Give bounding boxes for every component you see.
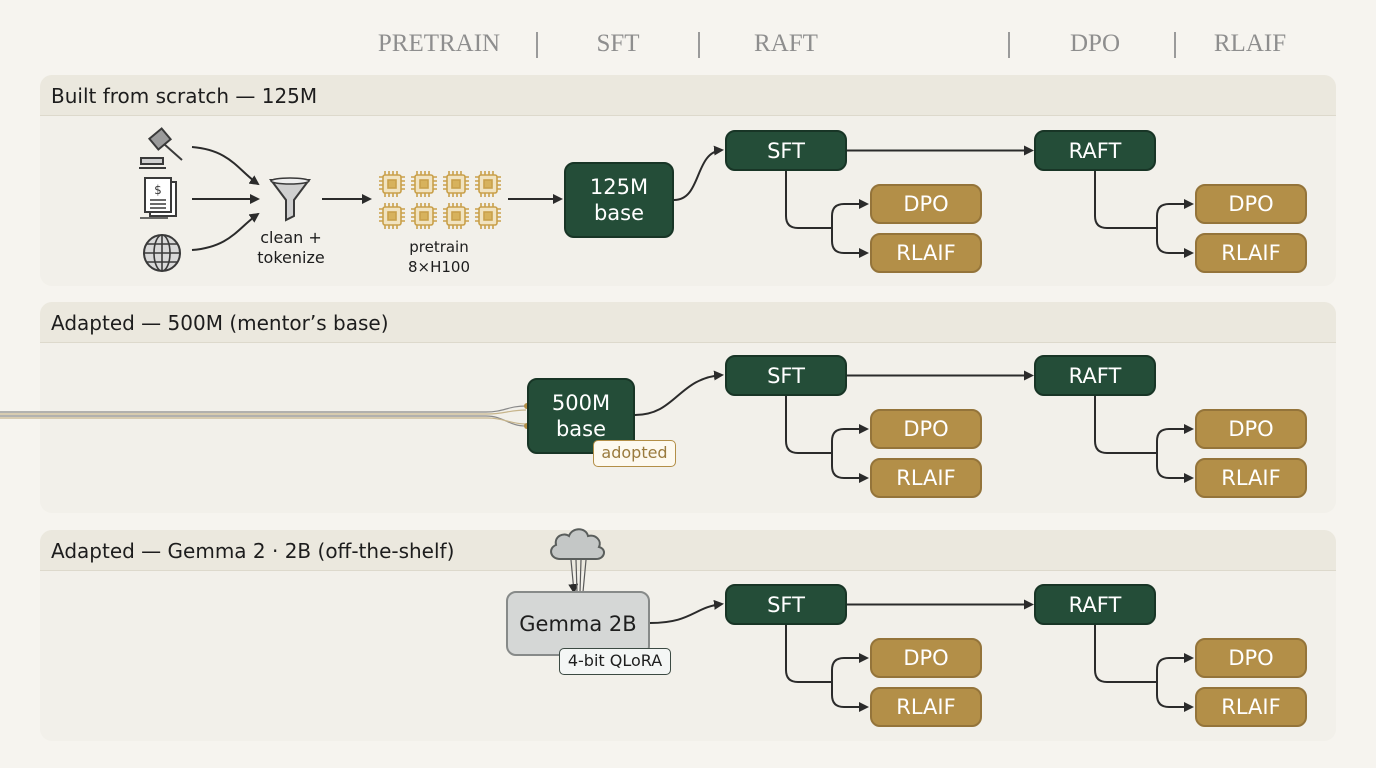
- connector: [831, 199, 869, 228]
- connector: [634, 370, 724, 416]
- connector: [1094, 171, 1157, 229]
- connector: [831, 228, 869, 258]
- connector: [785, 171, 832, 229]
- clean-tokenize-caption: clean + tokenize: [257, 228, 324, 268]
- adopted-badge: adopted: [593, 440, 676, 467]
- cloud-icon: [550, 528, 605, 560]
- rlaif-node[interactable]: RLAIF: [1195, 687, 1307, 727]
- stage-raft: RAFT: [754, 30, 818, 57]
- connector: [1156, 453, 1194, 483]
- connector: [831, 424, 869, 453]
- gemma-2b-node[interactable]: Gemma 2B: [506, 591, 650, 656]
- node-label: 500M: [551, 391, 611, 415]
- dpo-node[interactable]: DPO: [870, 638, 982, 678]
- panel-title: Adapted — 500M (mentor’s base): [40, 302, 1336, 343]
- connector: [831, 682, 869, 712]
- caption-line: clean +: [260, 228, 322, 247]
- rlaif-node[interactable]: RLAIF: [870, 687, 982, 727]
- rlaif-node[interactable]: RLAIF: [870, 233, 982, 273]
- gpu-chip-icon: [411, 203, 437, 229]
- stage-separator: [698, 32, 700, 58]
- dpo-node[interactable]: DPO: [870, 409, 982, 449]
- connector: [1156, 424, 1194, 453]
- node-label: base: [555, 417, 607, 441]
- incoming-wire: [0, 417, 527, 425]
- gpu-chip-icon: [379, 171, 405, 197]
- rlaif-node[interactable]: RLAIF: [1195, 233, 1307, 273]
- download-line: [568, 559, 579, 594]
- stage-dpo: DPO: [1069, 30, 1121, 57]
- download-line: [575, 559, 578, 593]
- connector: [673, 145, 724, 201]
- panel-title: Adapted — Gemma 2 · 2B (off-the-shelf): [40, 530, 1336, 571]
- caption-line: 8×H100: [407, 258, 471, 276]
- gpu-chip-grid: [378, 170, 502, 230]
- qlora-badge: 4-bit QLoRA: [559, 648, 671, 675]
- caption-line: tokenize: [257, 248, 325, 267]
- sft-node[interactable]: SFT: [725, 584, 847, 625]
- gpu-chip-icon: [475, 171, 501, 197]
- base-125m-node[interactable]: 125M base: [564, 162, 674, 238]
- connector: [831, 453, 869, 483]
- connector: [785, 396, 832, 454]
- download-line: [579, 559, 582, 593]
- node-label: 125M: [589, 175, 649, 199]
- dpo-node[interactable]: DPO: [870, 184, 982, 224]
- stage-separator: [1008, 32, 1010, 58]
- document-dollar-icon: $: [140, 177, 177, 219]
- gpu-chip-icon: [443, 171, 469, 197]
- connector: [649, 599, 724, 624]
- globe-icon: [143, 234, 181, 272]
- dpo-node[interactable]: DPO: [1195, 638, 1307, 678]
- raft-node[interactable]: RAFT: [1034, 355, 1156, 396]
- gpu-chip-icon: [411, 171, 437, 197]
- caption-line: pretrain: [409, 238, 469, 256]
- rlaif-node[interactable]: RLAIF: [1195, 458, 1307, 498]
- node-label: base: [593, 201, 645, 225]
- svg-text:$: $: [154, 183, 162, 197]
- stage-rlaif: RLAIF: [1213, 30, 1287, 57]
- gpu-chip-icon: [475, 203, 501, 229]
- pretrain-caption: pretrain 8×H100: [408, 237, 470, 277]
- stage-separator: [1174, 32, 1176, 58]
- node-label: Gemma 2B: [519, 611, 637, 636]
- raft-node[interactable]: RAFT: [1034, 584, 1156, 625]
- sft-node[interactable]: SFT: [725, 355, 847, 396]
- connector: [1156, 228, 1194, 258]
- sft-node[interactable]: SFT: [725, 130, 847, 171]
- stage-separator: [536, 32, 538, 58]
- connector: [1156, 199, 1194, 228]
- panel-adapted-gemma: Adapted — Gemma 2 · 2B (off-the-shelf): [40, 530, 1336, 741]
- connector: [785, 625, 832, 683]
- incoming-wire: [0, 405, 527, 413]
- connector: [1156, 653, 1194, 682]
- stage-sft: SFT: [596, 30, 640, 57]
- gavel-icon: [139, 127, 183, 169]
- connector: [191, 146, 260, 186]
- connector: [1156, 682, 1194, 712]
- connector: [1094, 625, 1157, 683]
- raft-node[interactable]: RAFT: [1034, 130, 1156, 171]
- rlaif-node[interactable]: RLAIF: [870, 458, 982, 498]
- gpu-chip-icon: [443, 203, 469, 229]
- panel-adapted-500m: Adapted — 500M (mentor’s base): [40, 302, 1336, 513]
- connector: [191, 212, 260, 251]
- connector: [1094, 396, 1157, 454]
- connector: [831, 653, 869, 682]
- dpo-node[interactable]: DPO: [1195, 184, 1307, 224]
- funnel-icon: [269, 177, 311, 222]
- panel-title: Built from scratch — 125M: [40, 75, 1336, 116]
- download-line: [582, 559, 587, 593]
- dpo-node[interactable]: DPO: [1195, 409, 1307, 449]
- incoming-wire: [0, 409, 527, 415]
- gpu-chip-icon: [379, 203, 405, 229]
- stage-pretrain: PRETRAIN: [377, 30, 501, 57]
